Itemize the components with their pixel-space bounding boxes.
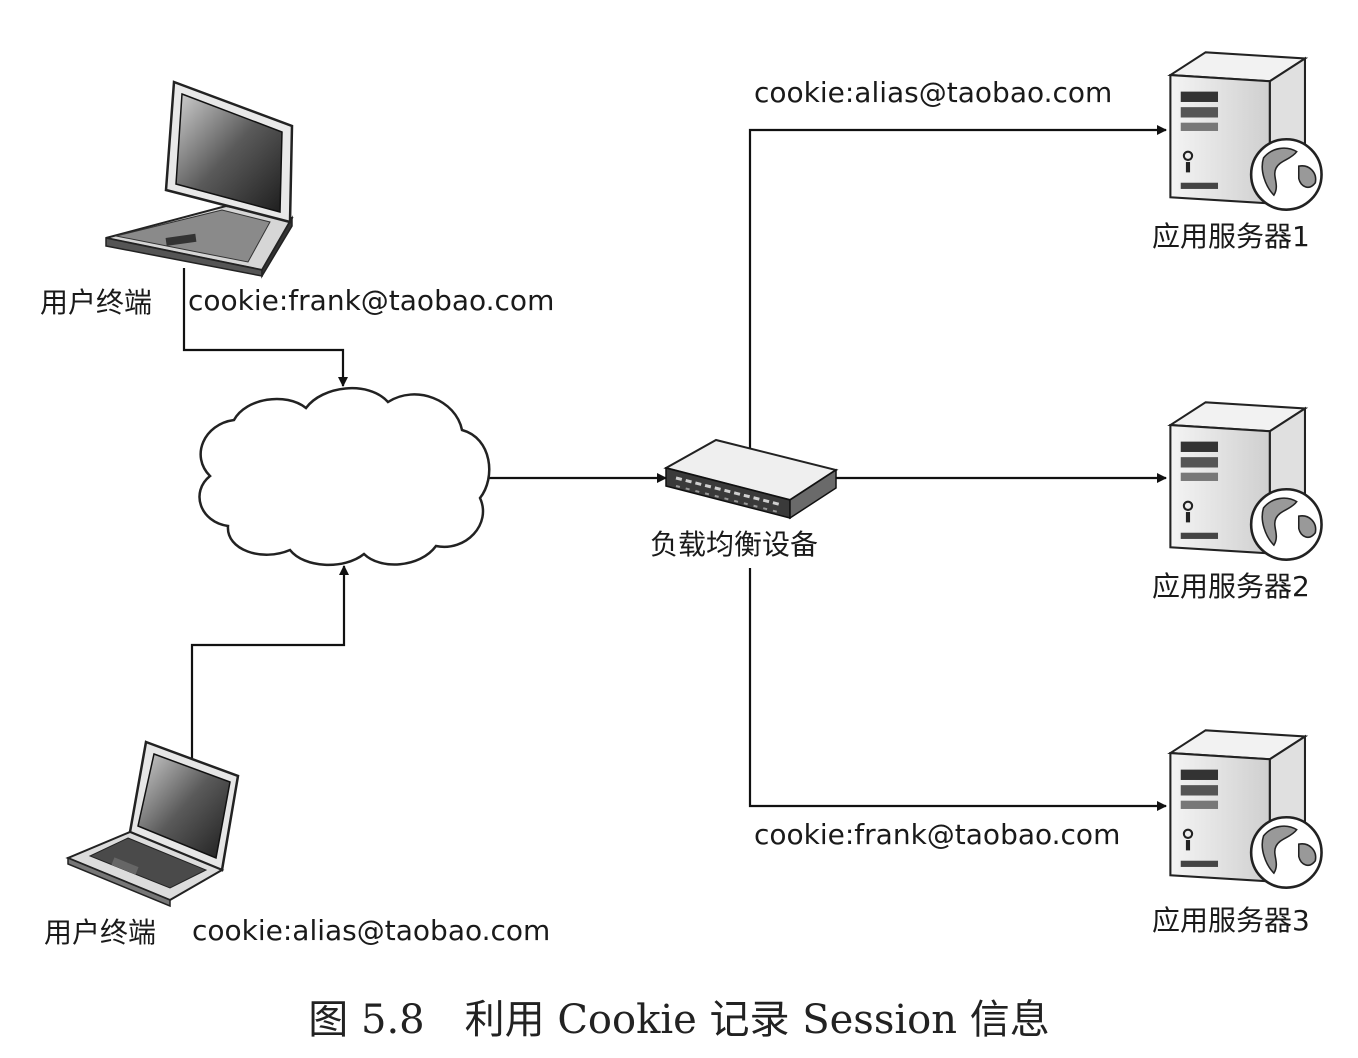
cookie-bottom-label: cookie:alias@taobao.com: [192, 914, 551, 947]
server3-label: 应用服务器3: [1152, 904, 1310, 937]
laptop-icon: [65, 740, 240, 908]
edge-load-balancer-to-server1: [748, 125, 1167, 450]
edge-load-balancer-to-server3: [748, 568, 1167, 811]
network-switch-icon: [663, 438, 839, 520]
server-tower-icon: [1169, 400, 1323, 561]
server-tower-icon: [1169, 728, 1323, 889]
client-top-label: 用户终端: [40, 286, 153, 319]
cookie-server1-label: cookie:alias@taobao.com: [754, 76, 1113, 109]
server-tower-icon: [1169, 50, 1323, 211]
edge-client-bottom-to-cloud: [190, 565, 349, 758]
figure-caption: 图 5.8 利用 Cookie 记录 Session 信息: [308, 997, 1050, 1043]
cookie-top-label: cookie:frank@taobao.com: [188, 284, 555, 317]
server1-label: 应用服务器1: [1152, 220, 1310, 253]
client-bottom-label: 用户终端: [44, 916, 157, 949]
edge-client-top-to-cloud: [182, 268, 348, 387]
load-balancer-label: 负载均衡设备: [650, 528, 819, 561]
cloud-icon: [198, 386, 491, 566]
cookie-server3-label: cookie:frank@taobao.com: [754, 818, 1121, 851]
server2-label: 应用服务器2: [1152, 570, 1310, 603]
laptop-icon: [105, 80, 294, 279]
